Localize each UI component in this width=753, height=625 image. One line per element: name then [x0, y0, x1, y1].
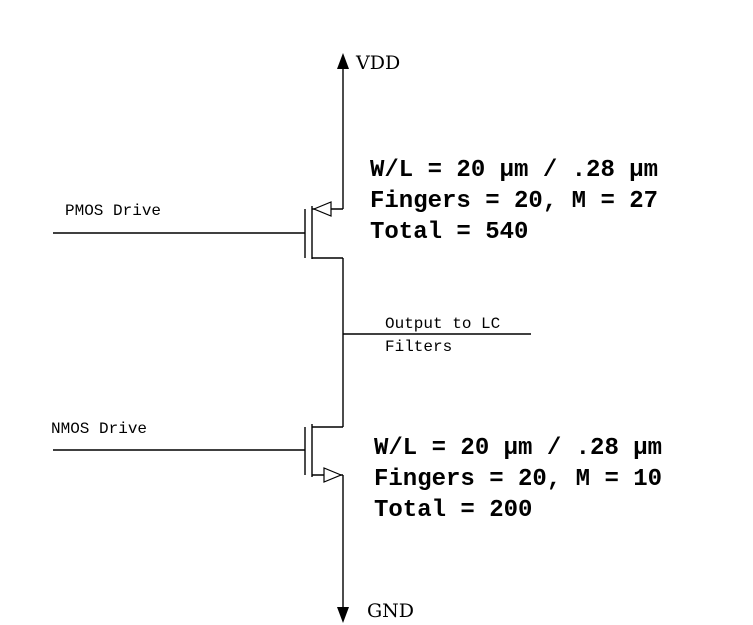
pmos-drive-label: PMOS Drive — [65, 202, 161, 220]
pmos-source-arrow — [312, 201, 332, 217]
gnd-rail: GND — [337, 475, 414, 623]
nmos-total-text: Total = 200 — [374, 497, 532, 524]
output-label-line2: Filters — [385, 338, 452, 356]
gnd-arrow — [337, 607, 349, 623]
nmos-wl-text: W/L = 20 µm / .28 µm — [374, 435, 662, 462]
vdd-label: VDD — [355, 52, 400, 74]
vdd-rail: VDD — [337, 52, 400, 209]
vdd-arrow — [337, 53, 349, 69]
pmos-fingers-text: Fingers = 20, M = 27 — [370, 188, 658, 215]
nmos-source-arrow — [323, 467, 343, 483]
pmos-total-text: Total = 540 — [370, 219, 528, 246]
nmos-transistor: NMOS Drive W/L = 20 µm / .28 µm Fingers … — [51, 420, 662, 524]
gnd-label: GND — [367, 600, 414, 622]
nmos-drive-label: NMOS Drive — [51, 420, 147, 438]
nmos-fingers-text: Fingers = 20, M = 10 — [374, 466, 662, 493]
output-node: Output to LC Filters — [342, 258, 531, 427]
output-label-line1: Output to LC — [385, 315, 500, 333]
pmos-transistor: PMOS Drive W/L = 20 µm / .28 µm Fingers … — [53, 157, 658, 259]
pmos-wl-text: W/L = 20 µm / .28 µm — [370, 157, 658, 184]
